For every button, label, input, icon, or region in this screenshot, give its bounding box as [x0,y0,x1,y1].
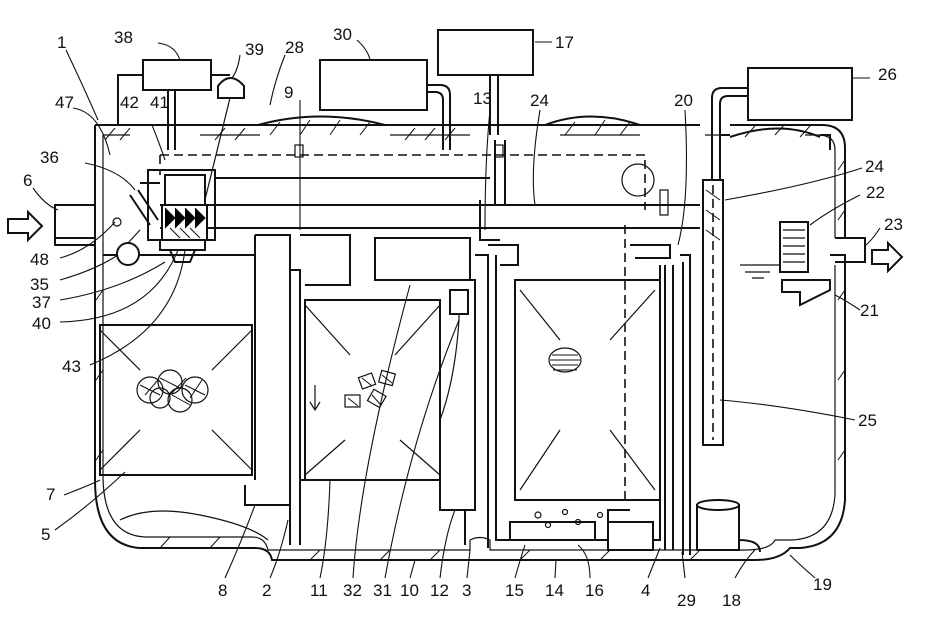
label-38: 38 [114,28,133,47]
label-22: 22 [866,183,885,202]
label-16: 16 [585,581,604,600]
label-37: 37 [32,293,51,312]
label-36: 36 [40,148,59,167]
label-40: 40 [32,314,51,333]
label-24-top: 24 [530,91,549,110]
label-30: 30 [333,25,352,44]
label-1: 1 [57,33,66,52]
label-29: 29 [677,591,696,610]
pump [696,499,761,553]
label-48: 48 [30,250,49,269]
label-15: 15 [505,581,524,600]
label-8: 8 [218,581,227,600]
chamber-anaerobic [99,234,291,506]
label-25: 25 [858,411,877,430]
label-41: 41 [150,93,169,112]
label-42: 42 [120,93,139,112]
chamber-filter [289,234,476,545]
label-31: 31 [373,581,392,600]
label-20: 20 [674,91,693,110]
label-19: 19 [813,575,832,594]
label-17: 17 [555,33,574,52]
reference-labels: 1 2 3 4 5 6 7 8 9 10 11 12 13 14 15 16 1… [23,25,903,610]
filter-media-balls [136,369,209,413]
label-10: 10 [400,581,419,600]
label-3: 3 [462,581,471,600]
label-2: 2 [262,581,271,600]
label-12: 12 [430,581,449,600]
label-13: 13 [473,89,492,108]
inlet-pipe [7,205,95,246]
air-pipes [159,140,724,446]
slab-hatching [95,119,846,561]
label-47: 47 [55,93,74,112]
label-14: 14 [545,581,564,600]
filter-media-cubes [344,369,397,409]
chamber-aeration [475,225,691,555]
label-4: 4 [641,581,650,600]
label-32: 32 [343,581,362,600]
label-11: 11 [310,581,328,600]
aeration-media-granules [548,347,582,373]
inlet-screen-assembly [112,169,216,266]
label-23: 23 [884,215,903,234]
outlet-arrow-icon [871,240,904,274]
leader-lines [32,39,881,579]
label-7: 7 [46,485,55,504]
label-24-right: 24 [865,157,884,176]
label-21: 21 [860,301,879,320]
label-43: 43 [62,357,81,376]
label-18: 18 [722,591,741,610]
label-26: 26 [878,65,897,84]
label-28: 28 [285,38,304,57]
outlet-pipe [740,221,904,307]
label-9: 9 [284,83,293,102]
inlet-arrow-icon [7,209,44,243]
label-35: 35 [30,275,49,294]
external-units [117,29,853,221]
label-5: 5 [41,525,50,544]
label-39: 39 [245,40,264,59]
label-6: 6 [23,171,32,190]
